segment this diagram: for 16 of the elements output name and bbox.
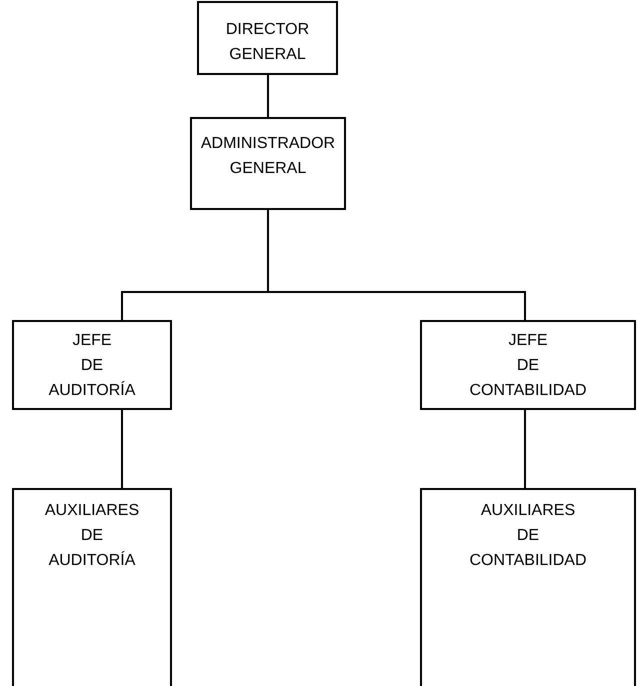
role-title: DIRECTOR GENERAL xyxy=(224,20,310,65)
org-box xyxy=(12,488,172,686)
org-box xyxy=(197,1,338,75)
org-box xyxy=(420,488,636,686)
connector-line xyxy=(121,410,123,488)
role-title: AUXILIARES DE CONTABILIDAD xyxy=(468,501,588,571)
role-title: JEFE DE AUDITORÍA xyxy=(48,331,136,401)
role-title: JEFE DE CONTABILIDAD xyxy=(468,331,588,401)
connector-line xyxy=(524,410,526,488)
org-box xyxy=(190,117,346,210)
org-box xyxy=(420,320,636,410)
org-box xyxy=(12,320,172,410)
role-title: AUXILIARES DE AUDITORÍA xyxy=(44,501,140,571)
role-title: ADMINISTRADOR GENERAL xyxy=(200,134,336,179)
connector-line xyxy=(267,75,269,117)
connector-line xyxy=(267,210,526,320)
